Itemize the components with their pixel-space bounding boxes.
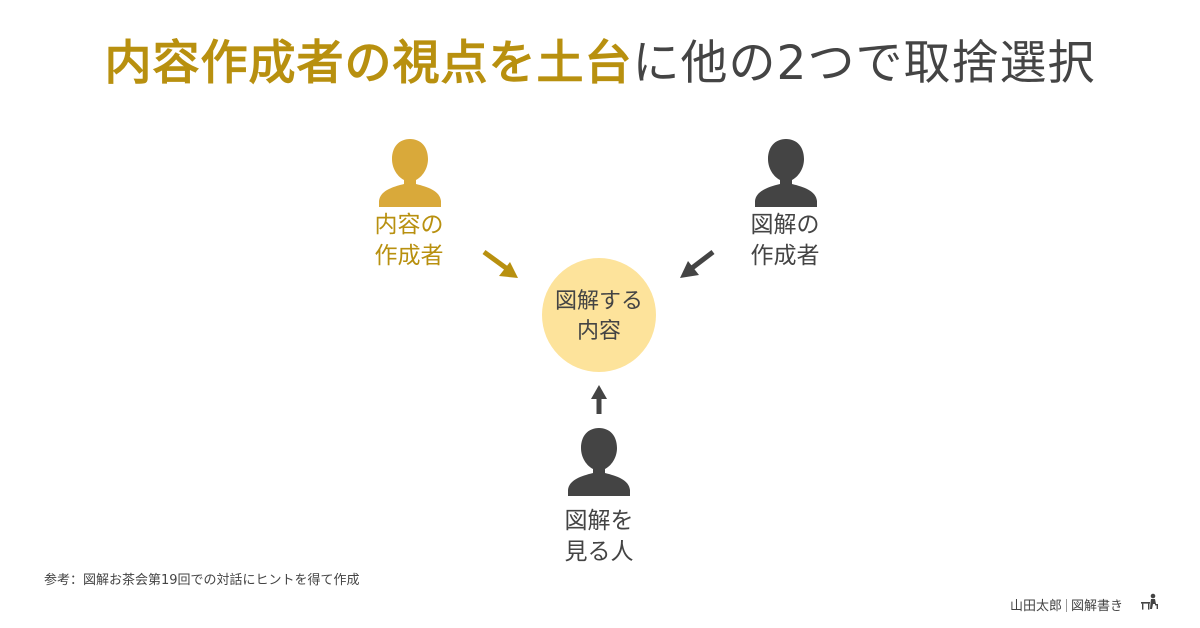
arrow-from-diagram-creator <box>680 250 715 278</box>
brand: 山田太郎図解書き <box>1010 595 1123 614</box>
label-viewer-line1: 図解を <box>564 508 634 534</box>
label-content-creator: 内容の 作成者 <box>334 210 484 272</box>
person-icon-content-creator <box>379 139 441 207</box>
center-label: 図解する 内容 <box>519 287 679 347</box>
label-content-creator-line2: 作成者 <box>374 243 444 269</box>
arrow-from-viewer <box>591 385 607 414</box>
writer-at-desk-icon <box>1141 593 1158 610</box>
center-label-line2: 内容 <box>576 319 621 344</box>
label-content-creator-line1: 内容の <box>374 212 444 238</box>
label-diagram-creator: 図解の 作成者 <box>710 210 860 272</box>
title-rest: に他の2つで取捨選択 <box>632 36 1096 91</box>
label-viewer-line2: 見る人 <box>564 539 634 565</box>
person-icon-viewer <box>568 428 630 496</box>
brand-name: 山田太郎 <box>1010 599 1063 614</box>
person-icon-diagram-creator <box>755 139 817 207</box>
label-viewer: 図解を 見る人 <box>524 506 674 568</box>
label-diagram-creator-line1: 図解の <box>750 212 820 238</box>
brand-sub: 図解書き <box>1071 599 1124 614</box>
label-diagram-creator-line2: 作成者 <box>750 243 820 269</box>
reference-note: 参考：図解お茶会第19回での対話にヒントを得て作成 <box>44 573 360 588</box>
brand-separator <box>1066 599 1068 612</box>
title-highlight: 内容作成者の視点を土台 <box>104 36 633 91</box>
page-title: 内容作成者の視点を土台に他の2つで取捨選択 <box>0 24 1200 93</box>
arrow-from-content-creator <box>482 249 518 278</box>
center-circle <box>542 258 656 372</box>
center-label-line1: 図解する <box>554 289 643 314</box>
